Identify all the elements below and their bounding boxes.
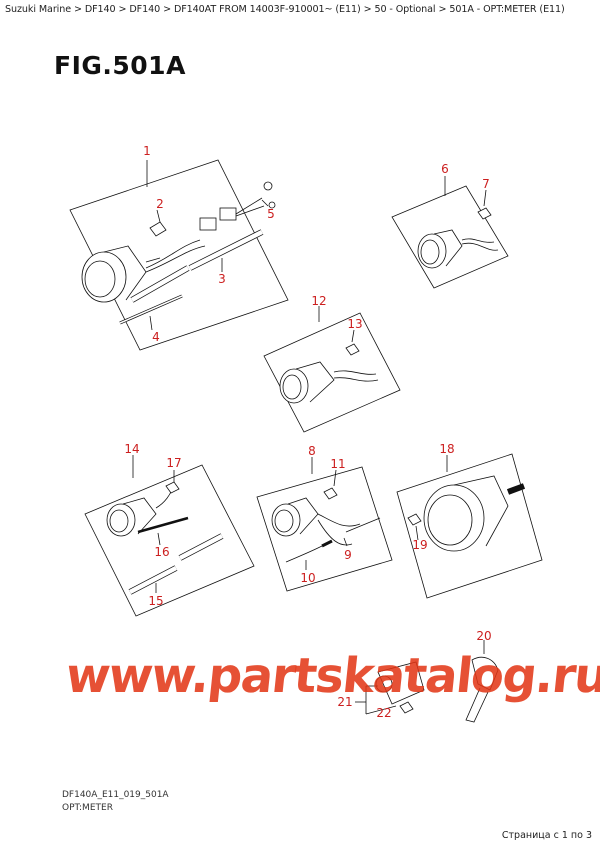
callout-18: 18 bbox=[439, 442, 454, 456]
figure-title: FIG.501A bbox=[54, 51, 186, 80]
callout-6: 6 bbox=[441, 162, 449, 176]
callout-4: 4 bbox=[152, 330, 160, 344]
callout-10: 10 bbox=[300, 571, 315, 585]
callout-17: 17 bbox=[166, 456, 181, 470]
callout-5: 5 bbox=[267, 207, 275, 221]
callout-15: 15 bbox=[148, 594, 163, 608]
group-box-12 bbox=[263, 312, 401, 433]
watermark: www.partskatalog.ru bbox=[63, 648, 600, 704]
callout-9: 9 bbox=[344, 548, 352, 562]
callout-19: 19 bbox=[412, 538, 427, 552]
callout-2: 2 bbox=[156, 197, 164, 211]
callout-1: 1 bbox=[143, 144, 151, 158]
callout-3: 3 bbox=[218, 272, 226, 286]
group-box-14 bbox=[84, 464, 255, 617]
diagram-subtitle: OPT:METER bbox=[62, 803, 113, 813]
group-box-1 bbox=[69, 159, 289, 351]
diagram-code: DF140A_E11_019_501A bbox=[62, 790, 169, 800]
callout-20: 20 bbox=[476, 629, 491, 643]
callout-14: 14 bbox=[124, 442, 139, 456]
group-box-18 bbox=[396, 453, 543, 599]
callout-11: 11 bbox=[330, 457, 345, 471]
callout-13: 13 bbox=[347, 317, 362, 331]
breadcrumb: Suzuki Marine > DF140 > DF140 > DF140AT … bbox=[5, 4, 565, 15]
page-indicator: Страница с 1 по 3 bbox=[501, 830, 592, 841]
callout-21: 21 bbox=[337, 695, 352, 709]
callout-22: 22 bbox=[376, 706, 391, 720]
meter-gauge bbox=[81, 251, 127, 303]
group-box-8 bbox=[256, 466, 393, 592]
callout-16: 16 bbox=[154, 545, 169, 559]
group-box-6 bbox=[391, 185, 509, 289]
callout-7: 7 bbox=[482, 177, 490, 191]
callout-12: 12 bbox=[311, 294, 326, 308]
callout-8: 8 bbox=[308, 444, 316, 458]
